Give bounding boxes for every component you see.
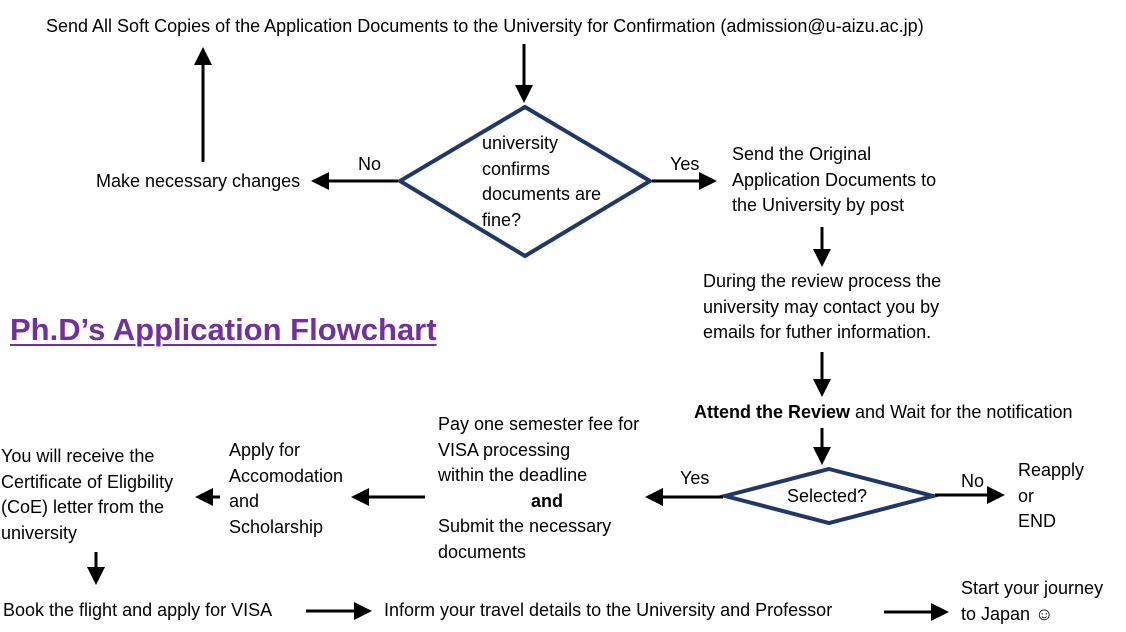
- review-line-3: emails for futher information.: [703, 322, 932, 342]
- step-book-flight: Book the flight and apply for VISA: [3, 600, 273, 620]
- confirm-line-2: confirms: [482, 158, 551, 179]
- step-send-soft-copies: Send All Soft Copies of the Application …: [46, 16, 924, 36]
- step-start-journey: Start your journey to Japan ☺: [961, 576, 1103, 627]
- confirm-line-1: university: [482, 133, 559, 153]
- flowchart-title: Ph.D’s Application Flowchart: [10, 312, 437, 347]
- accom-line-4: Scholarship: [229, 516, 324, 537]
- pay-line-5: Submit the necessary: [438, 516, 612, 536]
- edge-label-selected-no: No: [961, 471, 985, 491]
- step-apply-accomodation: Apply for Accomodation and Scholarship: [229, 438, 343, 540]
- pay-line-6: documents: [438, 541, 527, 562]
- attend-review-bold: Attend the Review: [694, 402, 851, 422]
- step-send-original: Send the Original Application Documents …: [732, 142, 936, 219]
- review-line-1: During the review process the: [703, 271, 942, 291]
- journey-line-2: to Japan ☺: [961, 603, 1054, 624]
- coe-line-4: university: [1, 522, 78, 543]
- reapply-line-3: END: [1018, 511, 1057, 531]
- reapply-line-1: Reapply: [1018, 460, 1085, 480]
- step-reapply-or-end: Reapply or END: [1018, 458, 1084, 535]
- confirm-line-3: documents are: [482, 184, 602, 204]
- step-inform-travel: Inform your travel details to the Univer…: [384, 600, 833, 620]
- reapply-line-2: or: [1018, 485, 1035, 506]
- pay-line-2: VISA processing: [438, 439, 571, 460]
- step-review-process: During the review process the university…: [703, 269, 941, 346]
- edge-label-selected-yes: Yes: [680, 468, 710, 488]
- review-line-2: university may contact you by: [703, 296, 940, 317]
- pay-line-3: within the deadline: [438, 465, 588, 485]
- accom-line-2: Accomodation: [229, 465, 344, 486]
- send-original-line-2: Application Documents to: [732, 169, 937, 190]
- decision-selected-text: Selected?: [787, 486, 868, 506]
- confirm-diamond: [396, 104, 654, 259]
- pay-line-1: Pay one semester fee for: [438, 414, 640, 434]
- coe-line-2: Certificate of Eligbility: [1, 471, 174, 492]
- send-original-line-1: Send the Original: [732, 144, 872, 164]
- confirm-line-4: fine?: [482, 209, 522, 230]
- edge-label-confirm-no: No: [358, 154, 382, 174]
- accom-line-1: Apply for: [229, 440, 301, 460]
- step-attend-review: Attend the Review and Wait for the notif…: [694, 400, 1072, 426]
- coe-line-3: (CoE) letter from the: [1, 497, 165, 517]
- coe-line-1: You will receive the: [1, 446, 155, 466]
- step-receive-coe: You will receive the Certificate of Elig…: [1, 444, 173, 546]
- decision-confirm-text: university confirms documents are fine?: [482, 131, 601, 233]
- pay-line-and: and: [531, 490, 564, 511]
- edge-label-confirm-yes: Yes: [670, 154, 700, 174]
- selected-diamond: [717, 466, 941, 526]
- send-original-line-3: the University by post: [732, 195, 905, 215]
- attend-review-rest: and Wait for the notification: [850, 402, 1073, 422]
- journey-line-1: Start your journey: [961, 578, 1104, 598]
- accom-line-3: and: [229, 491, 260, 511]
- step-make-changes: Make necessary changes: [96, 171, 301, 191]
- step-pay-fee: Pay one semester fee for VISA processing…: [438, 412, 658, 565]
